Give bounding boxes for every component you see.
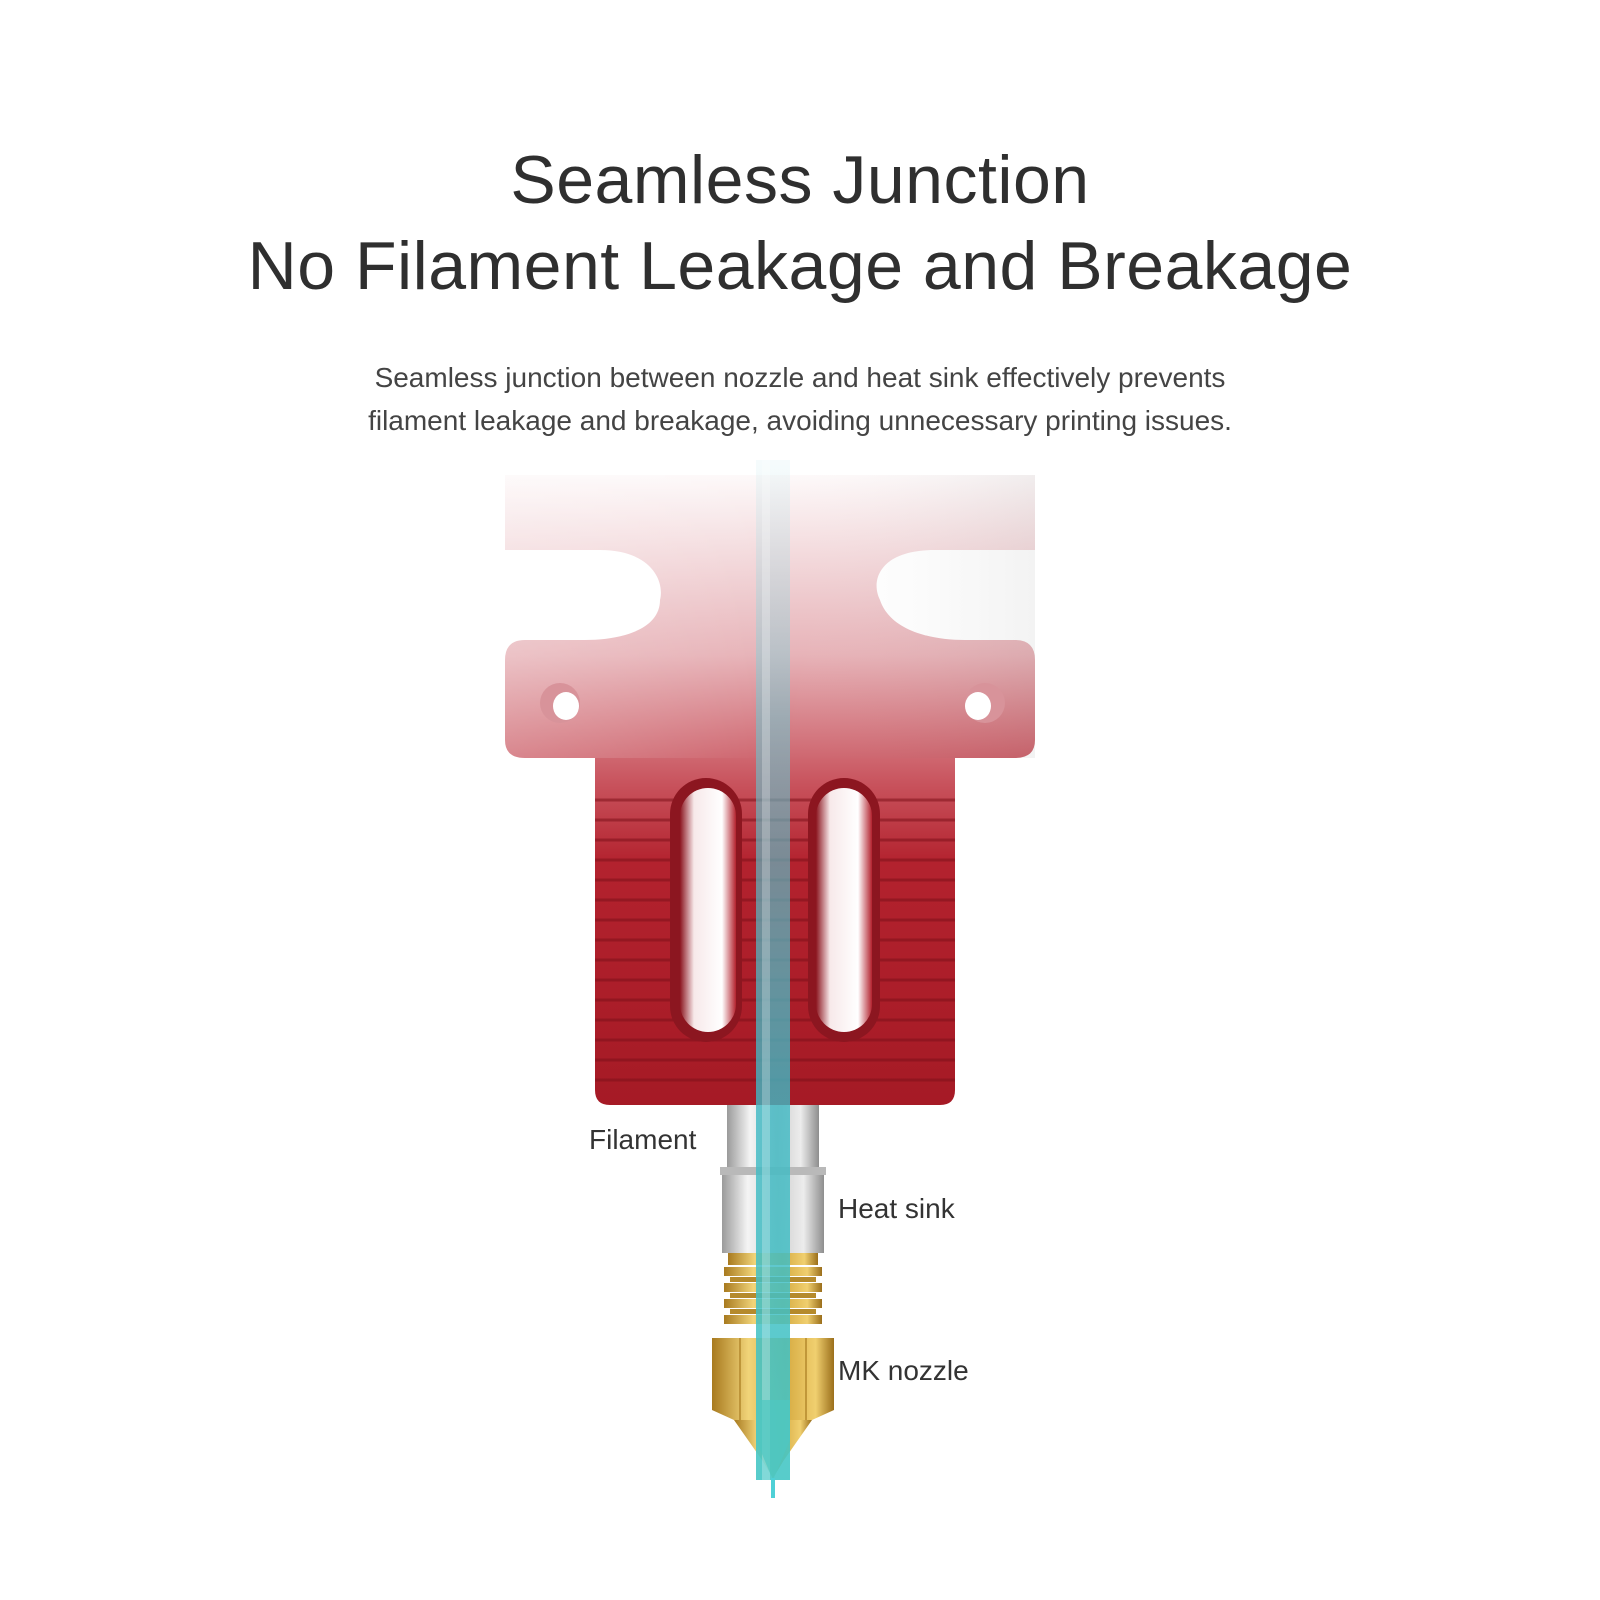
heat-sink-slots: [670, 778, 880, 1042]
description-line-2: filament leakage and breakage, avoiding …: [368, 405, 1232, 436]
mounting-holes: [540, 683, 1005, 723]
mk-nozzle-callout: MK nozzle: [838, 1355, 969, 1386]
hotend-illustration: [505, 460, 1035, 1498]
headline-line-2: No Filament Leakage and Breakage: [247, 228, 1353, 304]
filament-callout: Filament: [589, 1124, 697, 1155]
description-line-1: Seamless junction between nozzle and hea…: [374, 362, 1226, 393]
filament-strand: [756, 460, 790, 1498]
headline-line-1: Seamless Junction: [510, 142, 1090, 218]
heat-sink-callout: Heat sink: [838, 1193, 955, 1224]
